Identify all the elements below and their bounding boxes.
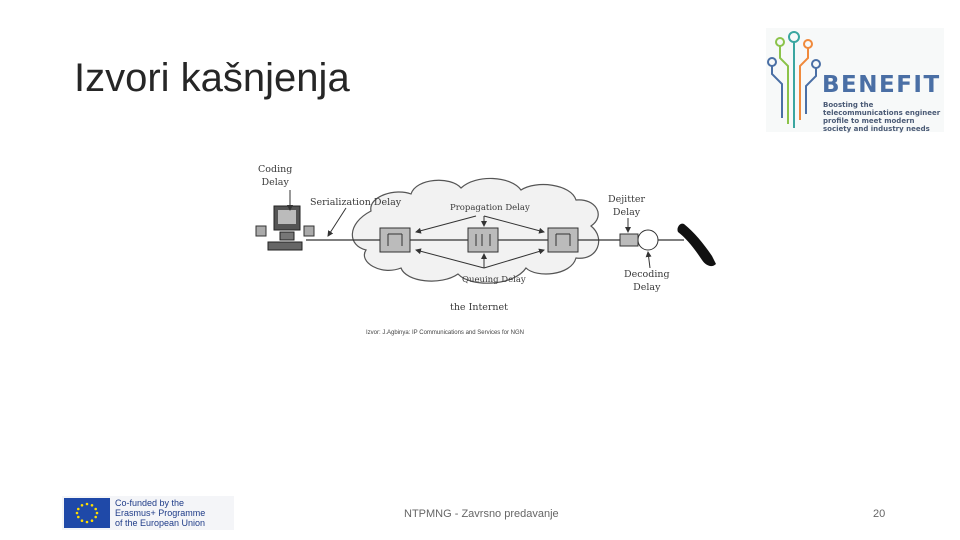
diagram-caption: Izvor: J.Agbinya: IP Communications and … [366, 330, 524, 336]
circuit-tree-icon [767, 31, 821, 128]
decoding-delay-label: Decoding Delay [624, 269, 670, 293]
router-1-icon [379, 227, 411, 253]
dejitter-buffer-icon [619, 233, 639, 247]
router-2-icon [467, 227, 499, 253]
delay-sources-diagram: Coding Delay Serialization Delay Propaga… [236, 156, 725, 314]
slide-footer: NTPMNG - Zavrsno predavanje [404, 508, 559, 520]
telephone-handset-icon [677, 223, 716, 267]
page-number: 20 [873, 508, 886, 520]
logo-tagline: Boosting the telecommunications engineer… [823, 101, 941, 133]
propagation-delay-label: Propagation Delay [450, 203, 530, 213]
decoder-icon [637, 229, 659, 251]
queuing-delay-label: Queuing Delay [462, 275, 526, 285]
internet-label: the Internet [450, 302, 508, 313]
router-3-icon [547, 227, 579, 253]
computer-icon [255, 205, 315, 251]
eu-cofunding-badge: Co-funded by the Erasmus+ Programme of t… [62, 496, 234, 530]
diagram-graphics [255, 177, 716, 284]
dejitter-delay-label: Dejitter Delay [608, 194, 646, 218]
benefit-logo: BENEFIT Boosting the telecommunications … [766, 28, 944, 133]
eu-flag-icon [64, 498, 110, 528]
coding-delay-label: Coding Delay [258, 164, 293, 188]
serialization-delay-label: Serialization Delay [310, 197, 402, 208]
slide-title: Izvori kašnjenja [74, 56, 350, 100]
logo-name: BENEFIT [822, 72, 941, 98]
eu-badge-text: Co-funded by the Erasmus+ Programme of t… [115, 498, 206, 528]
